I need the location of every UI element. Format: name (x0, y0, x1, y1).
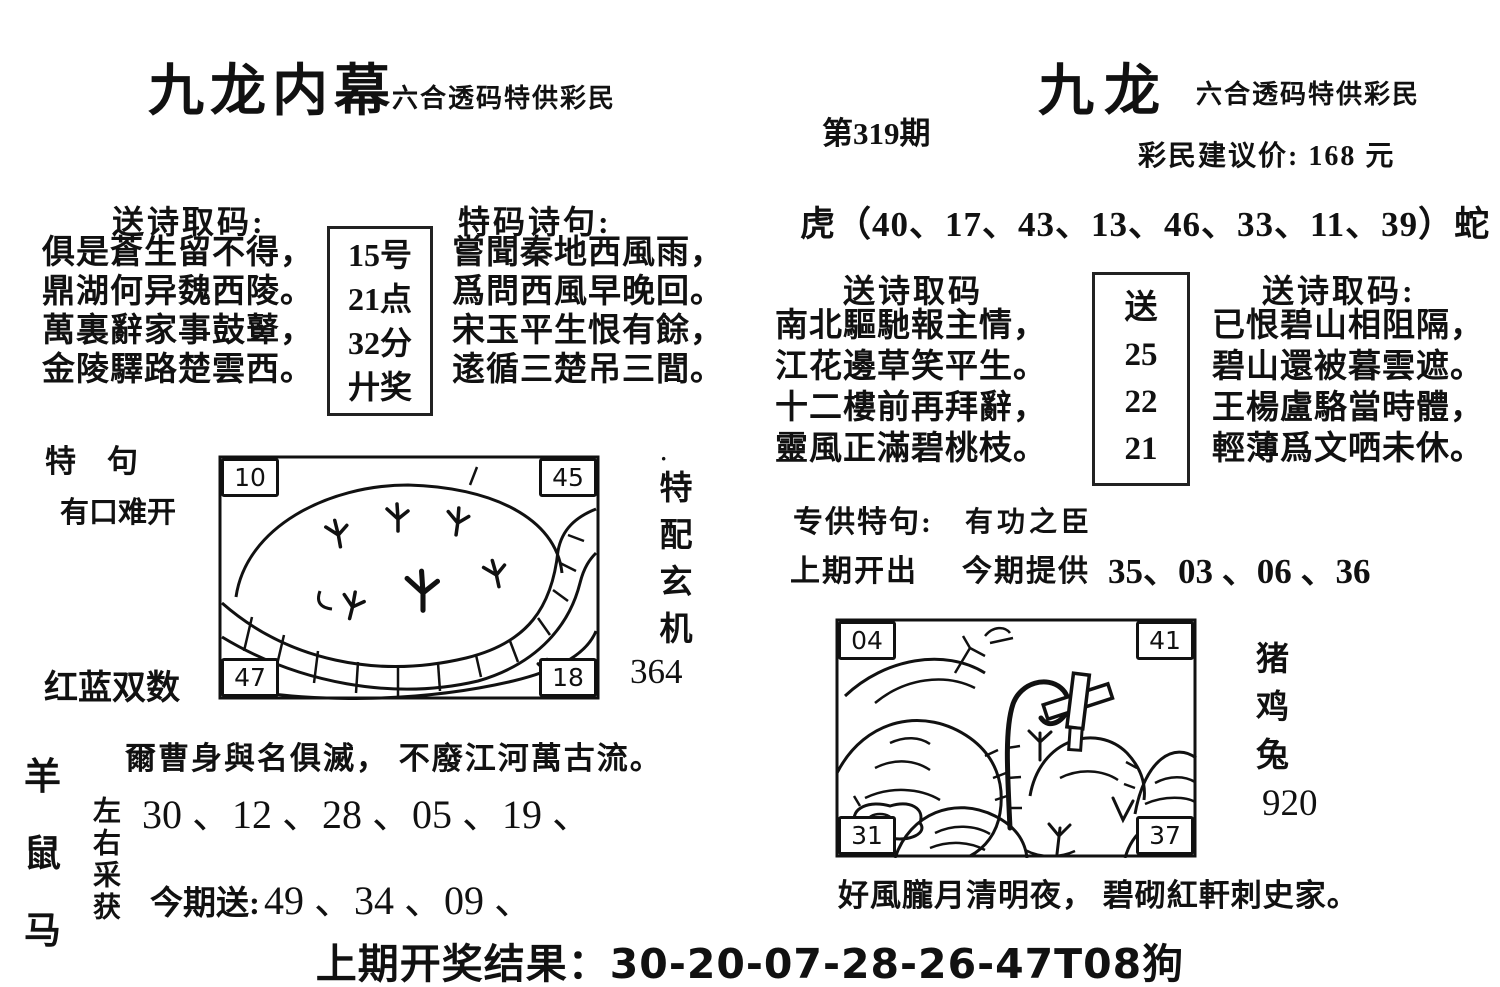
issue-number: 第319期 (822, 116, 931, 151)
zodiac-number-line: 虎（40、17、43、13、46、33、11、39）蛇 (800, 205, 1491, 244)
zodiac-char: 羊 (24, 757, 61, 798)
corner-number-tl: 10 (221, 458, 279, 497)
zodiac-char: 猪 (1256, 642, 1289, 678)
poem-line: 靈風正滿碧桃枝。 (775, 431, 1047, 467)
song-number: 22 (1124, 384, 1158, 420)
poem-line: 已恨碧山相阻隔， (1212, 308, 1484, 344)
footprint-drawing: 10 45 47 18 (218, 455, 600, 700)
right-masthead-subtitle: 六合透码特供彩民 (1196, 80, 1421, 109)
current-issue-label: 今期提供 (962, 555, 1090, 588)
hills-drawing-caption: 好風朧月清明夜， 碧砌紅軒刺史家。 (838, 878, 1359, 913)
poem-line: 萬裏辭家事鼓鼙， (42, 313, 314, 349)
code-item: 廾奖 (347, 369, 412, 405)
song-number-box: 送 25 22 21 (1092, 272, 1190, 486)
poem-line: 王楊盧駱當時體， (1212, 390, 1484, 426)
poem-line: 十二樓前再拜辭， (775, 390, 1047, 426)
right-masthead-title: 九龙 (1038, 61, 1170, 123)
proverb-line: 爾曹身與名俱滅， 不廢江河萬古流。 (125, 741, 663, 776)
poem2: 嘗聞秦地西風雨， 爲問西風早晚回。 宋玉平生恨有餘， 逺循三楚吊三閭。 (452, 234, 724, 390)
poem2-heading: 特码诗句: (458, 204, 612, 240)
corner-number-bl: 47 (221, 658, 279, 697)
red-blue-label: 红蓝双数 (44, 670, 180, 707)
price-line: 彩民建议价: 168 元 (1138, 141, 1396, 172)
poem-line: 爲問西風早晚回。 (452, 274, 724, 310)
poem-line: 宋玉平生恨有餘， (452, 313, 724, 349)
poem1: 俱是蒼生留不得， 鼎湖何异魏西陵。 萬裏辭家事鼓鼙， 金陵驛路楚雲西。 (42, 234, 314, 390)
send-numbers: 49 、34 、09 、 (264, 878, 534, 923)
song-label: 送 (1124, 290, 1158, 326)
poem-line: 輕薄爲文哂未休。 (1212, 431, 1484, 467)
poem-line: 碧山還被暮雲遮。 (1212, 349, 1484, 385)
code-item: 21点 (347, 281, 412, 317)
footprint-drawing-svg (218, 455, 600, 700)
corner-number-tl: 04 (838, 621, 896, 660)
poem4-heading: 送诗取码: (1262, 273, 1416, 309)
poem3: 南北驅馳報主情， 江花邊草笑平生。 十二樓前再拜辭， 靈風正滿碧桃枝。 (775, 306, 1047, 470)
poem1-heading: 送诗取码: (112, 204, 266, 240)
poem-line: 金陵驛路楚雲西。 (42, 352, 314, 388)
code-item: 15号 (347, 237, 412, 273)
song-number: 25 (1124, 337, 1158, 373)
zodiac-vertical-column: 羊 鼠 马 (24, 746, 61, 954)
corner-number-br: 37 (1136, 816, 1194, 855)
code-item: 32分 (347, 325, 412, 361)
corner-number-bl: 31 (838, 816, 896, 855)
send-label: 今期送: (150, 886, 260, 922)
secondary-vertical-text: 左右采获 (89, 796, 120, 924)
special-phrase-label: 专供特句: (793, 506, 933, 539)
poem-line: 南北驅馳報主情， (775, 308, 1047, 344)
left-masthead-subtitle: 六合透码特供彩民 (392, 84, 617, 113)
time-code-box: 15号 21点 32分 廾奖 (327, 226, 433, 416)
corner-number-tr: 45 (539, 458, 597, 497)
dot-mark: · (660, 446, 668, 471)
poem4: 已恨碧山相阻隔， 碧山還被暮雲遮。 王楊盧駱當時體， 輕薄爲文哂未休。 (1212, 306, 1484, 470)
side-number-right: 920 (1262, 783, 1318, 824)
zodiac-char: 鸡 (1256, 690, 1289, 726)
current-issue-numbers: 35、03 、06 、36 (1108, 552, 1371, 591)
send-line: 今期送: 49 、34 、09 、 (150, 868, 534, 926)
corner-number-br: 18 (539, 658, 597, 697)
poem-line: 嘗聞秦地西風雨， (452, 235, 724, 271)
zodiac-char: 鼠 (24, 834, 61, 875)
corner-number-tr: 41 (1136, 621, 1194, 660)
right-zodiac-column: 猪 鸡 兔 (1256, 632, 1289, 774)
zodiac-char: 马 (24, 911, 61, 952)
numbers-line: 30 、12 、28 、05 、19 、 (142, 792, 592, 837)
side-number-left: 364 (630, 652, 683, 691)
poem-line: 鼎湖何异魏西陵。 (42, 274, 314, 310)
song-number: 21 (1124, 431, 1158, 467)
poem-line: 逺循三楚吊三閭。 (452, 352, 724, 388)
left-masthead-title: 九龙内幕 (148, 61, 396, 123)
side-vertical-text: 特配玄机 (654, 470, 690, 658)
last-draw-result: 上期开奖结果：30-20-07-28-26-47T08狗 (315, 940, 1185, 987)
te-ju-value: 有口难开 (60, 497, 177, 529)
te-ju-label: 特 句 (45, 444, 138, 479)
poem3-heading: 送诗取码 (843, 273, 984, 309)
special-phrase-value: 有功之臣 (965, 507, 1094, 538)
hills-drawing: 04 41 31 37 (835, 618, 1197, 858)
poem-line: 江花邊草笑平生。 (775, 349, 1047, 385)
last-issue-label: 上期开出 (790, 555, 918, 588)
zodiac-char: 兔 (1256, 738, 1289, 774)
poem-line: 俱是蒼生留不得， (42, 235, 314, 271)
